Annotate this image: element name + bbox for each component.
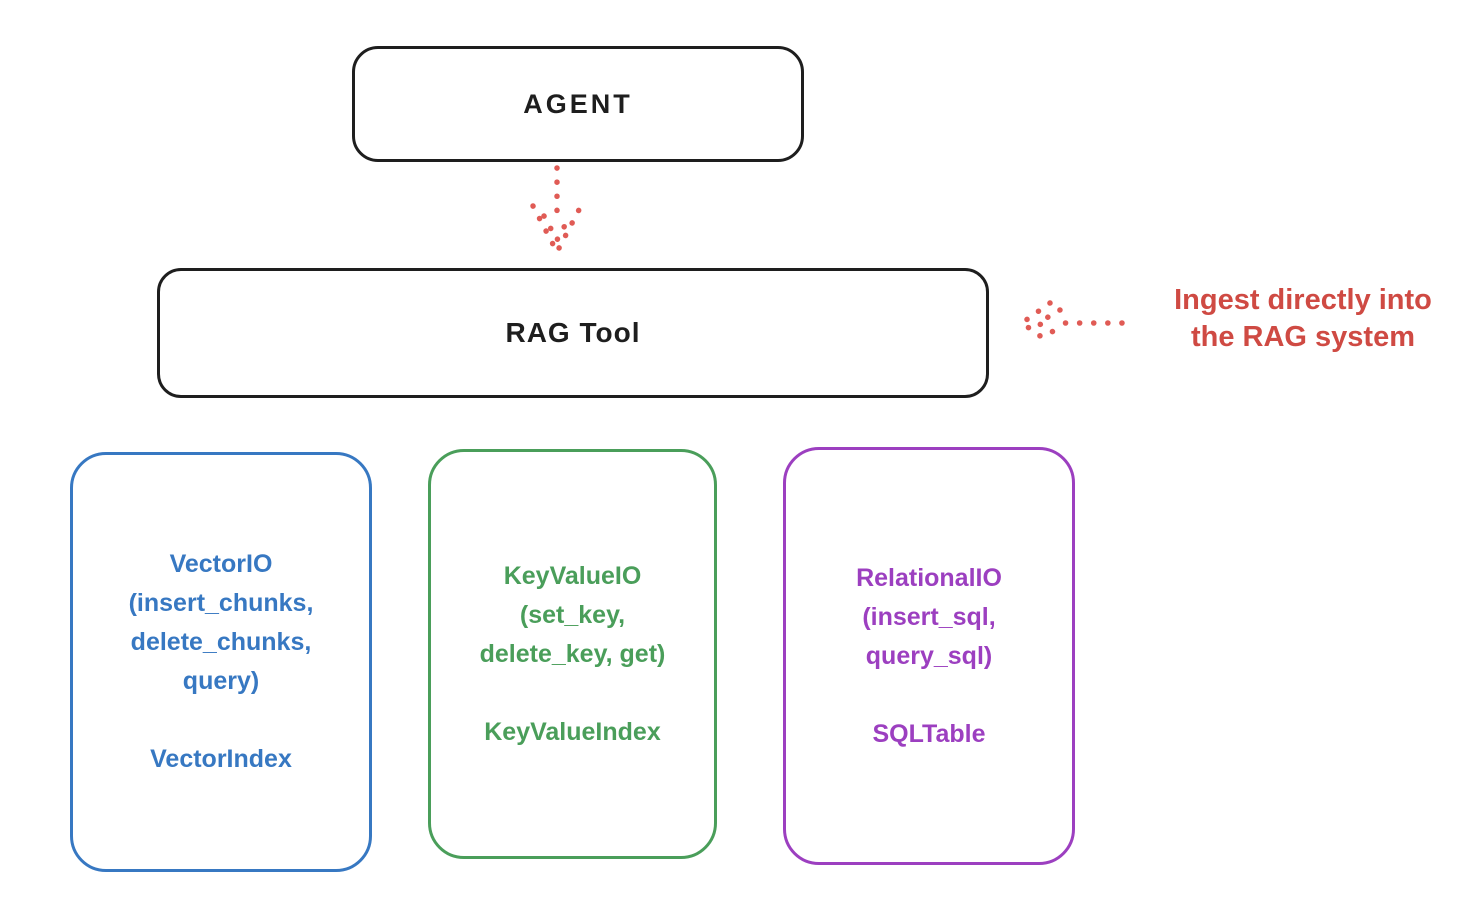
box-line: RelationalIO: [856, 563, 1002, 592]
ingest-annotation-line2: the RAG system: [1190, 321, 1415, 353]
vector-index-label: VectorIndex: [150, 745, 292, 773]
keyvalue-io-box: KeyValueIO (set_key, delete_key, get) Ke…: [428, 449, 717, 859]
agent-box: AGENT: [352, 46, 804, 162]
relational-io-box: RelationalIO (insert_sql, query_sql) SQL…: [783, 447, 1075, 865]
box-line: (insert_sql,: [862, 602, 996, 631]
box-line: delete_key, get): [479, 639, 666, 668]
box-line: (set_key,: [519, 600, 626, 629]
box-line: VectorIO: [169, 550, 273, 578]
keyvalue-io-text: KeyValueIO (set_key, delete_key, get): [480, 557, 666, 674]
agent-label: AGENT: [523, 88, 633, 119]
box-line: query): [182, 667, 260, 695]
relational-io-text: RelationalIO (insert_sql, query_sql): [856, 559, 1002, 676]
agent-to-rag-dotted-arrow-icon: [530, 165, 584, 258]
vector-io-box: VectorIO (insert_chunks, delete_chunks, …: [70, 452, 372, 872]
ingest-dotted-arrow-icon: [1017, 300, 1125, 346]
ingest-annotation: Ingest directly into the RAG system: [1128, 282, 1478, 356]
box-line: delete_chunks,: [130, 628, 312, 656]
box-line: (insert_chunks,: [128, 589, 314, 617]
rag-tool-label: RAG Tool: [505, 317, 641, 348]
rag-tool-box: RAG Tool: [157, 268, 989, 398]
vector-io-text: VectorIO (insert_chunks, delete_chunks, …: [129, 545, 314, 701]
box-line: KeyValueIO: [503, 561, 642, 590]
box-line: query_sql): [865, 641, 993, 670]
ingest-annotation-line1: Ingest directly into: [1174, 284, 1432, 316]
keyvalue-index-label: KeyValueIndex: [484, 717, 661, 746]
sqltable-label: SQLTable: [872, 719, 986, 748]
